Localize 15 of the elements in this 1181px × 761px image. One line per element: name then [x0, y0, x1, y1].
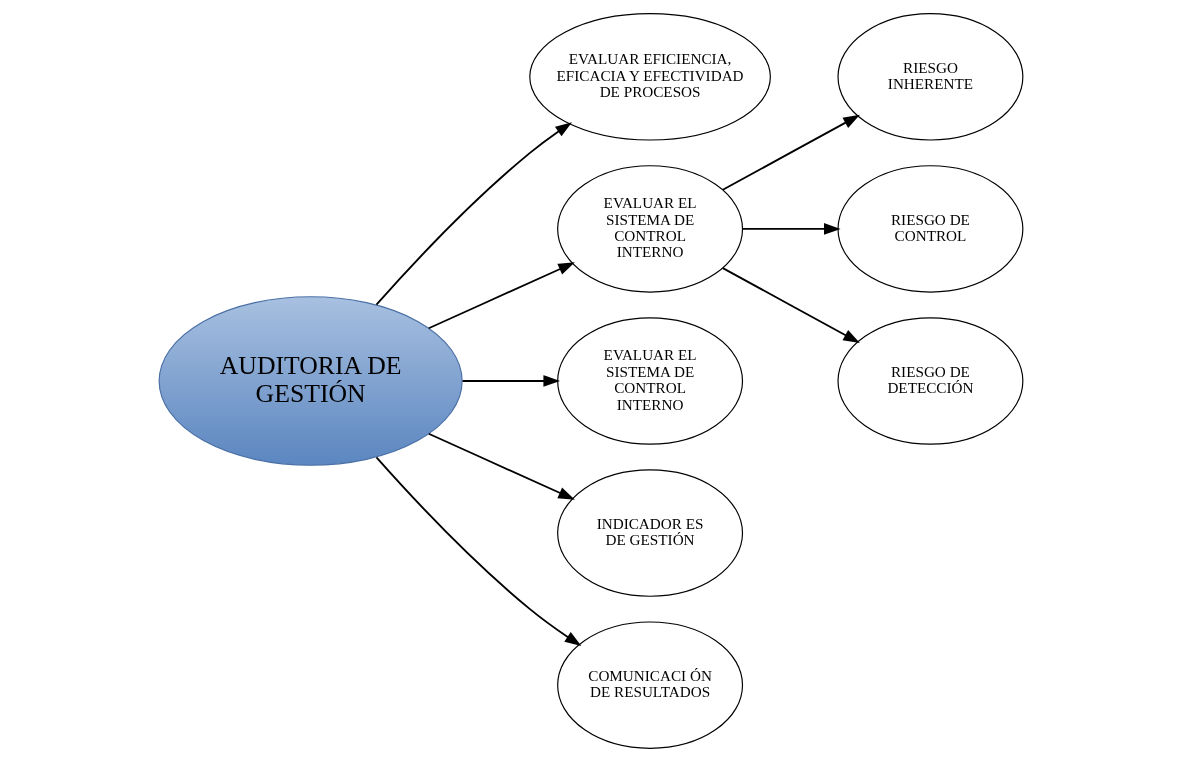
node-ellipse: RIESGO DE CONTROL [836, 164, 1023, 293]
node-ellipse: RIESGO DE DETECCIÓN [836, 316, 1023, 445]
arrow [375, 455, 581, 646]
node-ellipse: AUDITORIA DE GESTIÓN [158, 295, 463, 466]
arrow [461, 374, 560, 387]
arrow [427, 432, 575, 500]
node-ellipse: RIESGO INHERENTE [836, 12, 1023, 141]
node-ellipse: COMUNICACI ÓN DE RESULTADOS [556, 620, 743, 749]
arrow [427, 261, 575, 329]
arrow [721, 114, 860, 191]
node-ellipse: EVALUAR EFICIENCIA, EFICACIA Y EFECTIVIDAD DE PROCESOS [528, 12, 771, 141]
arrow [375, 121, 572, 306]
arrow [721, 266, 860, 343]
node-ellipse: EVALUAR EL SISTEMA DE CONTROL INTERNO [556, 316, 743, 445]
arrow [741, 222, 841, 235]
